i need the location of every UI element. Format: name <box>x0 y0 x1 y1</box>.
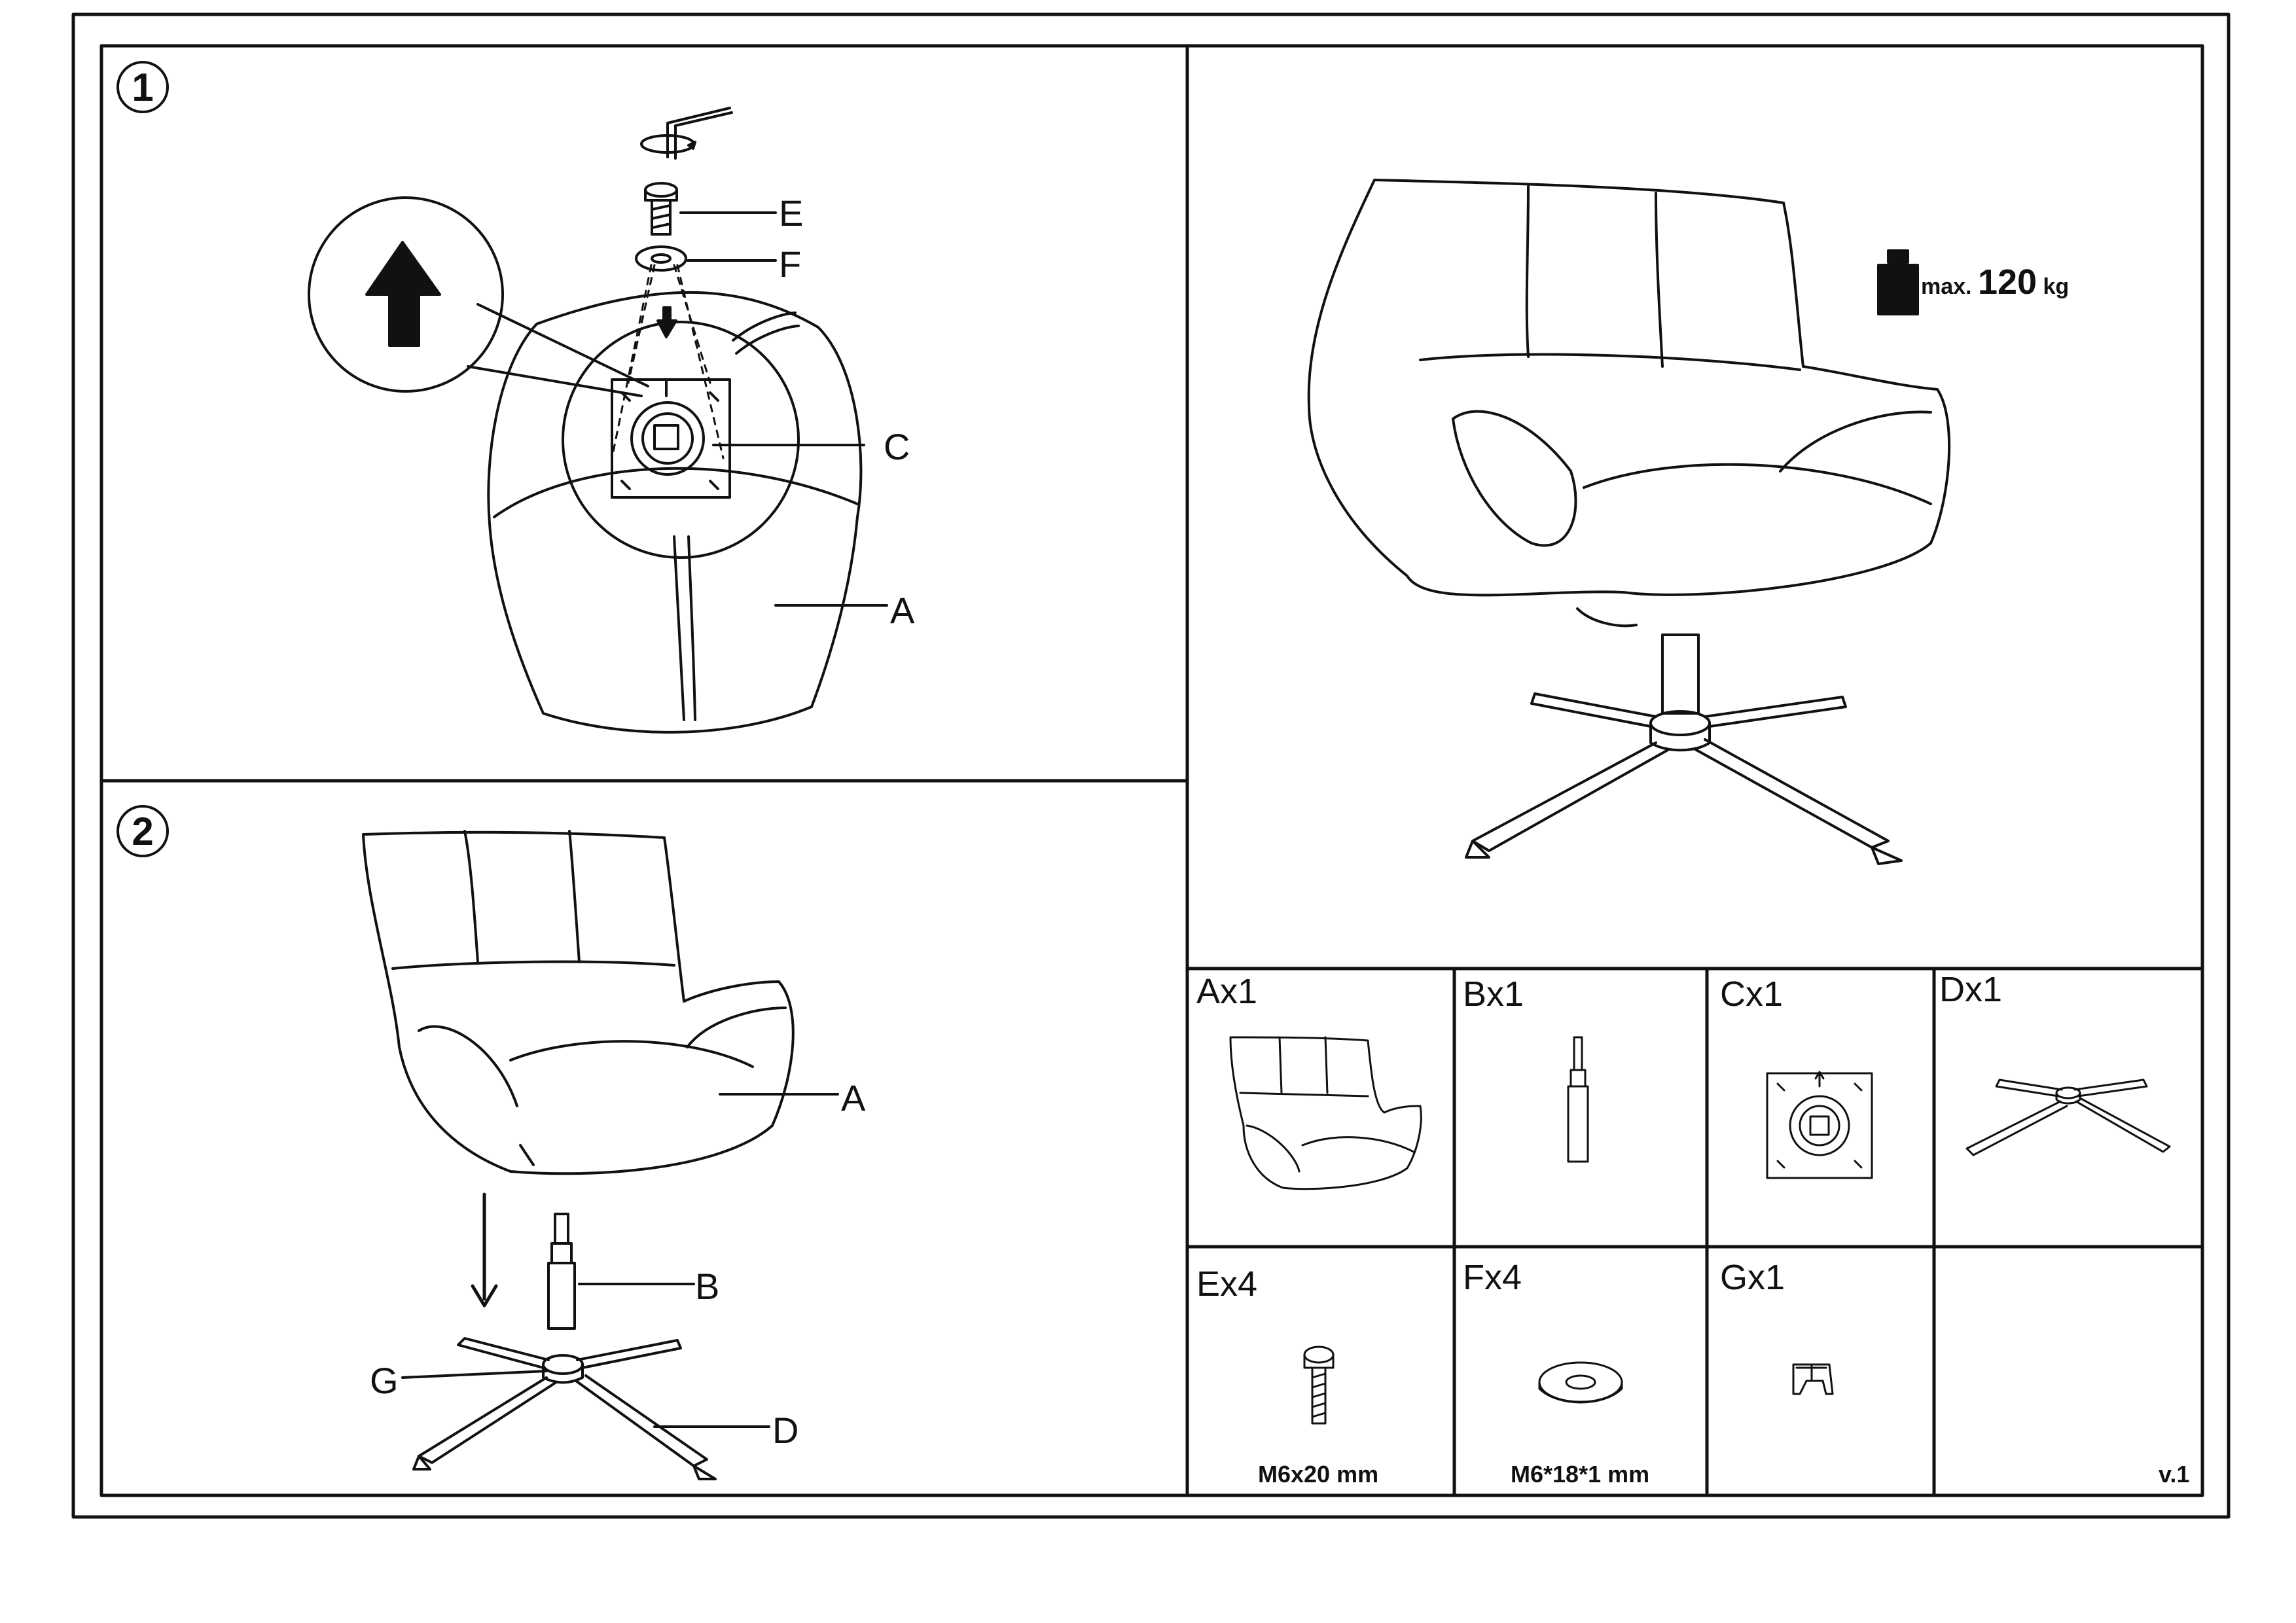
step-1-circle <box>117 61 169 113</box>
part-a-name: Ax1 <box>1196 972 1258 1011</box>
part-g-icon <box>1792 1363 1834 1395</box>
weight-icon <box>1877 249 1919 315</box>
part-f-spec: M6*18*1 mm <box>1511 1461 1650 1488</box>
washer-f <box>635 245 687 272</box>
label-g-leader <box>401 1370 548 1379</box>
step2-chair-seat <box>362 830 795 1175</box>
hex-key-icon <box>640 107 733 160</box>
step-2-number: 2 <box>132 810 154 853</box>
label-d: D <box>772 1410 799 1451</box>
part-d-name: Dx1 <box>1939 970 2003 1009</box>
max-load-unit: kg <box>2043 274 2070 299</box>
bolt-e <box>644 182 678 236</box>
gas-lift-b <box>547 1213 576 1330</box>
max-load-value: 120 <box>1977 262 2037 302</box>
step-1-number: 1 <box>132 65 154 109</box>
step1-magnifier <box>308 196 649 397</box>
version-label: v.1 <box>2159 1461 2190 1488</box>
step-2-circle <box>117 805 169 857</box>
outer-frame <box>71 12 2231 1519</box>
label-a-step2: A <box>841 1077 866 1118</box>
part-e-icon <box>1303 1346 1335 1425</box>
label-f: F <box>779 243 802 285</box>
label-a-step1: A <box>890 590 915 631</box>
part-f-icon <box>1538 1361 1623 1404</box>
max-load-prefix: max. <box>1921 274 1972 299</box>
part-a-icon <box>1229 1036 1422 1190</box>
part-b-icon <box>1567 1036 1589 1163</box>
down-arrow-icon <box>471 1192 498 1308</box>
part-b-name: Bx1 <box>1463 974 1524 1014</box>
inner-frame <box>99 44 2204 1497</box>
part-e-name: Ex4 <box>1196 1264 1258 1304</box>
part-d-icon <box>1965 1079 2171 1156</box>
part-e-spec: M6x20 mm <box>1258 1461 1379 1488</box>
up-arrow-icon <box>656 306 677 338</box>
part-c-icon <box>1766 1071 1873 1179</box>
part-c-name: Cx1 <box>1720 974 1784 1014</box>
step1-zoom-callout <box>562 264 865 559</box>
max-load-label: max. 120 kg <box>1921 262 2069 302</box>
label-b: B <box>695 1266 720 1307</box>
label-e: E <box>779 192 804 234</box>
up-arrow-icon <box>365 241 441 347</box>
part-f-name: Fx4 <box>1463 1258 1522 1297</box>
label-g: G <box>370 1360 399 1401</box>
assembled-chair <box>1307 179 1951 865</box>
label-c: C <box>884 426 910 467</box>
step1-seat-underside <box>487 291 863 734</box>
base-star-d <box>412 1337 717 1480</box>
part-g-name: Gx1 <box>1720 1258 1785 1297</box>
